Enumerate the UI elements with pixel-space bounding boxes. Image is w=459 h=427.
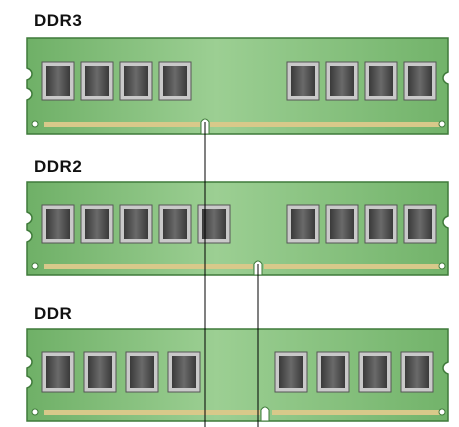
ddr2-hole-right: [438, 262, 446, 270]
ddr-chip: [125, 351, 159, 393]
ddr2-chip: [286, 204, 320, 244]
ddr3-hole-left: [31, 120, 39, 128]
ddr2-chip: [325, 204, 359, 244]
ddr2-label: DDR2: [34, 157, 83, 176]
ddr2-chip: [403, 204, 437, 244]
ddr3-chip: [364, 61, 398, 101]
ddr-chip: [316, 351, 350, 393]
ddr2-module: [26, 181, 449, 276]
ddr2-contacts-left: [44, 264, 253, 269]
ddr-chip: [274, 351, 308, 393]
ddr-key-notch: [260, 406, 270, 422]
ddr-contacts-left: [44, 410, 260, 415]
ddr3-contacts-right: [210, 122, 443, 127]
ddr3-chip: [325, 61, 359, 101]
ddr2-chip: [197, 204, 231, 244]
ddr3-chip: [119, 61, 153, 101]
ddr3-label: DDR3: [34, 11, 83, 30]
ddr-chip: [167, 351, 201, 393]
ddr-chip: [400, 351, 434, 393]
ddr-label: DDR: [34, 304, 73, 323]
ddr2-chip: [119, 204, 153, 244]
ddr3-contacts-left: [44, 122, 200, 127]
ddr-hole-left: [31, 408, 39, 416]
ddr3-chip: [80, 61, 114, 101]
ddr-contacts-right: [272, 410, 442, 415]
ddr2-contacts-right: [264, 264, 442, 269]
ddr2-chip: [80, 204, 114, 244]
ddr3-chip: [286, 61, 320, 101]
ddr2-chip: [41, 204, 75, 244]
ddr-chip: [358, 351, 392, 393]
ddr3-chip: [41, 61, 75, 101]
ddr3-chip: [158, 61, 192, 101]
ddr2-hole-left: [31, 262, 39, 270]
ddr3-hole-right: [438, 120, 446, 128]
ddr2-chip: [158, 204, 192, 244]
ddr3-chip: [403, 61, 437, 101]
ddr-chip: [41, 351, 75, 393]
ddr-module: [26, 328, 449, 422]
ddr3-module: [26, 37, 449, 135]
ddr-hole-right: [438, 408, 446, 416]
ddr-chip: [83, 351, 117, 393]
ddr2-chip: [364, 204, 398, 244]
